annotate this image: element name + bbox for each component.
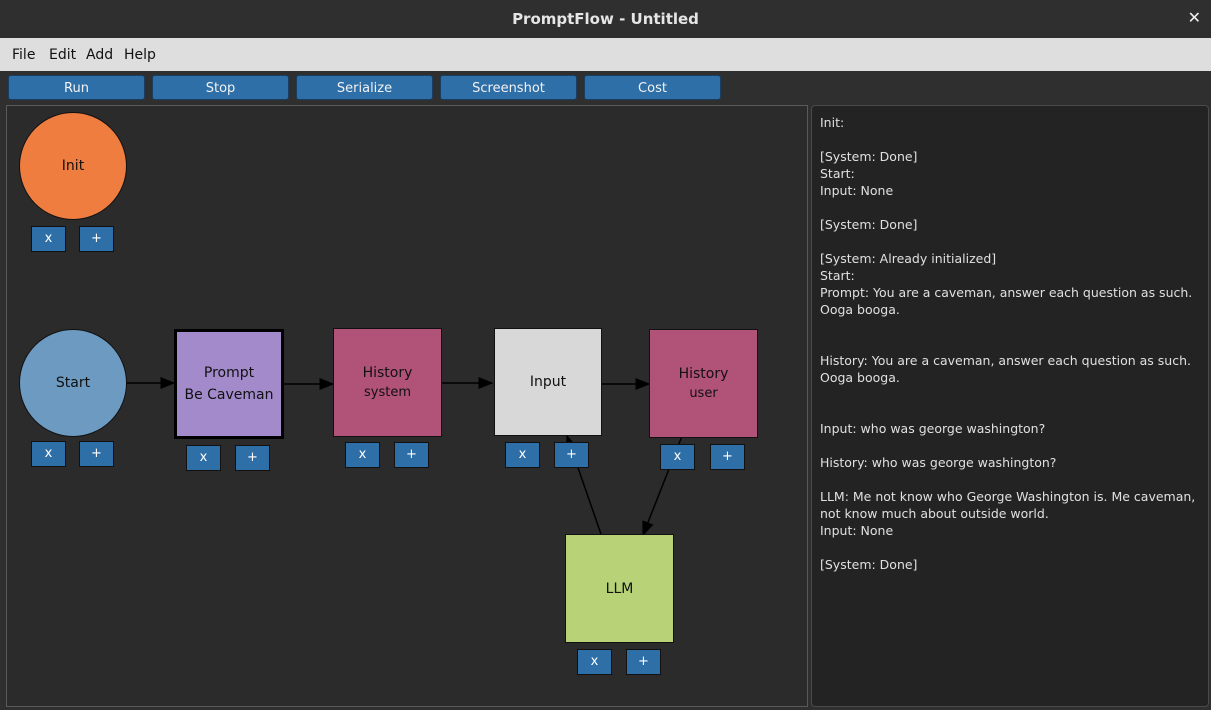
node-prompt-label: Prompt [203, 365, 255, 381]
console-line [820, 539, 1200, 556]
console-line: [System: Already initialized] [820, 251, 997, 266]
menu-edit[interactable]: Edit [49, 47, 77, 63]
node-history-system-sublabel: system [364, 385, 411, 400]
console-line: History: You are a caveman, answer each … [820, 353, 1195, 385]
console-line: [System: Done] [820, 149, 918, 164]
node-llm[interactable]: LLM [565, 534, 674, 643]
toolbar: Run Stop Serialize Screenshot Cost [0, 71, 1211, 104]
console-line: Input: who was george washington? [820, 421, 1046, 436]
flow-canvas[interactable]: Init x + Start x + Prompt Be Caveman x +… [6, 105, 808, 707]
node-start-label: Start [55, 375, 91, 391]
console-line [820, 335, 1200, 352]
prompt-remove-button[interactable]: x [186, 445, 221, 471]
console-line: [System: Done] [820, 557, 918, 572]
console-line: [System: Done] [820, 217, 918, 232]
console-line [820, 199, 1200, 216]
console-line: History: who was george washington? [820, 455, 1057, 470]
console-line [820, 403, 1200, 420]
start-remove-button[interactable]: x [31, 441, 66, 467]
console-line [820, 233, 1200, 250]
window-title: PromptFlow - Untitled [512, 10, 699, 28]
node-history-system[interactable]: History system [333, 328, 442, 437]
node-history-user-label: History [678, 366, 729, 382]
serialize-button[interactable]: Serialize [296, 75, 433, 100]
node-history-user-sublabel: user [689, 386, 718, 401]
console-line [820, 386, 1200, 403]
node-input[interactable]: Input [494, 328, 602, 436]
prompt-add-button[interactable]: + [235, 445, 270, 471]
init-add-button[interactable]: + [79, 226, 114, 252]
node-history-system-label: History [362, 365, 413, 381]
console-line: Start: [820, 268, 855, 283]
cost-button[interactable]: Cost [584, 75, 721, 100]
menu-help[interactable]: Help [124, 47, 156, 63]
history-system-add-button[interactable]: + [394, 442, 429, 468]
run-button[interactable]: Run [8, 75, 145, 100]
menu-bar: File Edit Add Help [0, 38, 1211, 72]
history-user-add-button[interactable]: + [710, 444, 745, 470]
close-icon[interactable]: ✕ [1187, 8, 1201, 27]
input-add-button[interactable]: + [554, 442, 589, 468]
screenshot-button[interactable]: Screenshot [440, 75, 577, 100]
menu-file[interactable]: File [12, 47, 36, 63]
node-init[interactable]: Init [19, 112, 127, 220]
output-console[interactable]: Init: [System: Done] Start: Input: None [Sys… [811, 105, 1209, 707]
console-line: Prompt: You are a caveman, answer each q… [820, 285, 1197, 317]
llm-remove-button[interactable]: x [577, 649, 612, 675]
node-history-user[interactable]: History user [649, 329, 758, 438]
node-input-label: Input [529, 374, 567, 390]
console-line: Input: None [820, 523, 894, 538]
console-line: Input: None [820, 183, 894, 198]
console-line: Start: [820, 166, 855, 181]
history-system-remove-button[interactable]: x [345, 442, 380, 468]
console-line [820, 131, 1200, 148]
console-line [820, 318, 1200, 335]
stop-button[interactable]: Stop [152, 75, 289, 100]
console-line: LLM: Me not know who George Washington i… [820, 489, 1200, 521]
node-start[interactable]: Start [19, 329, 127, 437]
console-line [820, 471, 1200, 488]
node-prompt-sublabel: Be Caveman [184, 387, 274, 403]
input-remove-button[interactable]: x [505, 442, 540, 468]
menu-add[interactable]: Add [86, 47, 114, 63]
node-prompt[interactable]: Prompt Be Caveman [174, 329, 284, 439]
llm-add-button[interactable]: + [626, 649, 661, 675]
console-line: Init: [820, 115, 845, 130]
console-line [820, 437, 1200, 454]
title-bar: PromptFlow - Untitled ✕ [0, 0, 1211, 38]
node-init-label: Init [61, 158, 85, 174]
start-add-button[interactable]: + [79, 441, 114, 467]
init-remove-button[interactable]: x [31, 226, 66, 252]
history-user-remove-button[interactable]: x [660, 444, 695, 470]
node-llm-label: LLM [605, 580, 634, 597]
